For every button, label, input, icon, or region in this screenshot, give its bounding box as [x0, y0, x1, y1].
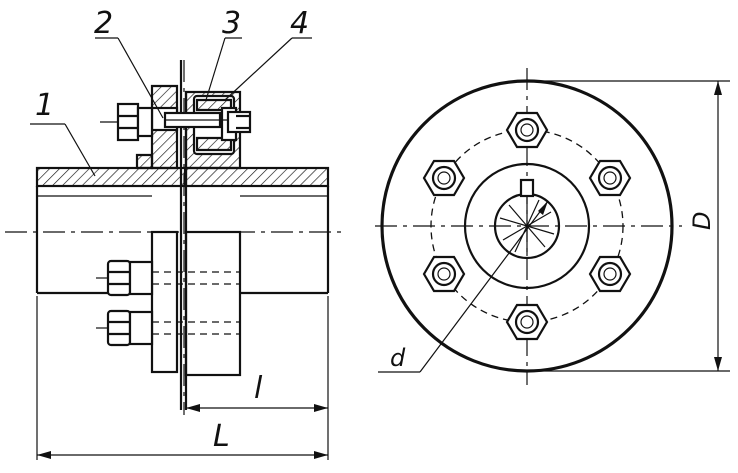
label-dim-D: D	[688, 212, 716, 230]
dim-d	[378, 200, 549, 373]
nut-top	[505, 111, 549, 149]
label-part-4: 4	[290, 6, 309, 41]
label-part-2: 2	[94, 6, 113, 41]
label-dim-l: l	[254, 371, 263, 406]
leader-4	[224, 37, 293, 101]
front-view: D d	[375, 68, 730, 385]
dim-D	[527, 80, 730, 372]
dim-l	[186, 296, 329, 460]
leader-1	[64, 123, 96, 177]
hub-right	[184, 166, 330, 295]
hub-circle	[463, 162, 591, 290]
label-dim-d: d	[390, 344, 406, 372]
keyway	[519, 178, 535, 198]
leader-2	[117, 37, 164, 119]
bore-lines	[499, 196, 555, 256]
dim-L	[36, 296, 328, 460]
nut-bottom	[505, 303, 549, 341]
pin-lower-1	[96, 259, 240, 297]
hub-left	[35, 166, 187, 295]
nut-upper-left	[422, 159, 466, 197]
side-view: 1 2 3 4 l L	[5, 6, 345, 460]
nut-lower-right	[588, 255, 632, 293]
leader-3	[205, 37, 226, 101]
label-dim-L: L	[213, 419, 230, 454]
label-part-3: 3	[222, 6, 241, 41]
nut-upper-right	[588, 159, 632, 197]
pin-lower-2	[96, 309, 240, 347]
nut-lower-left	[422, 255, 466, 293]
pin-top	[100, 102, 252, 142]
label-part-1: 1	[35, 88, 54, 123]
